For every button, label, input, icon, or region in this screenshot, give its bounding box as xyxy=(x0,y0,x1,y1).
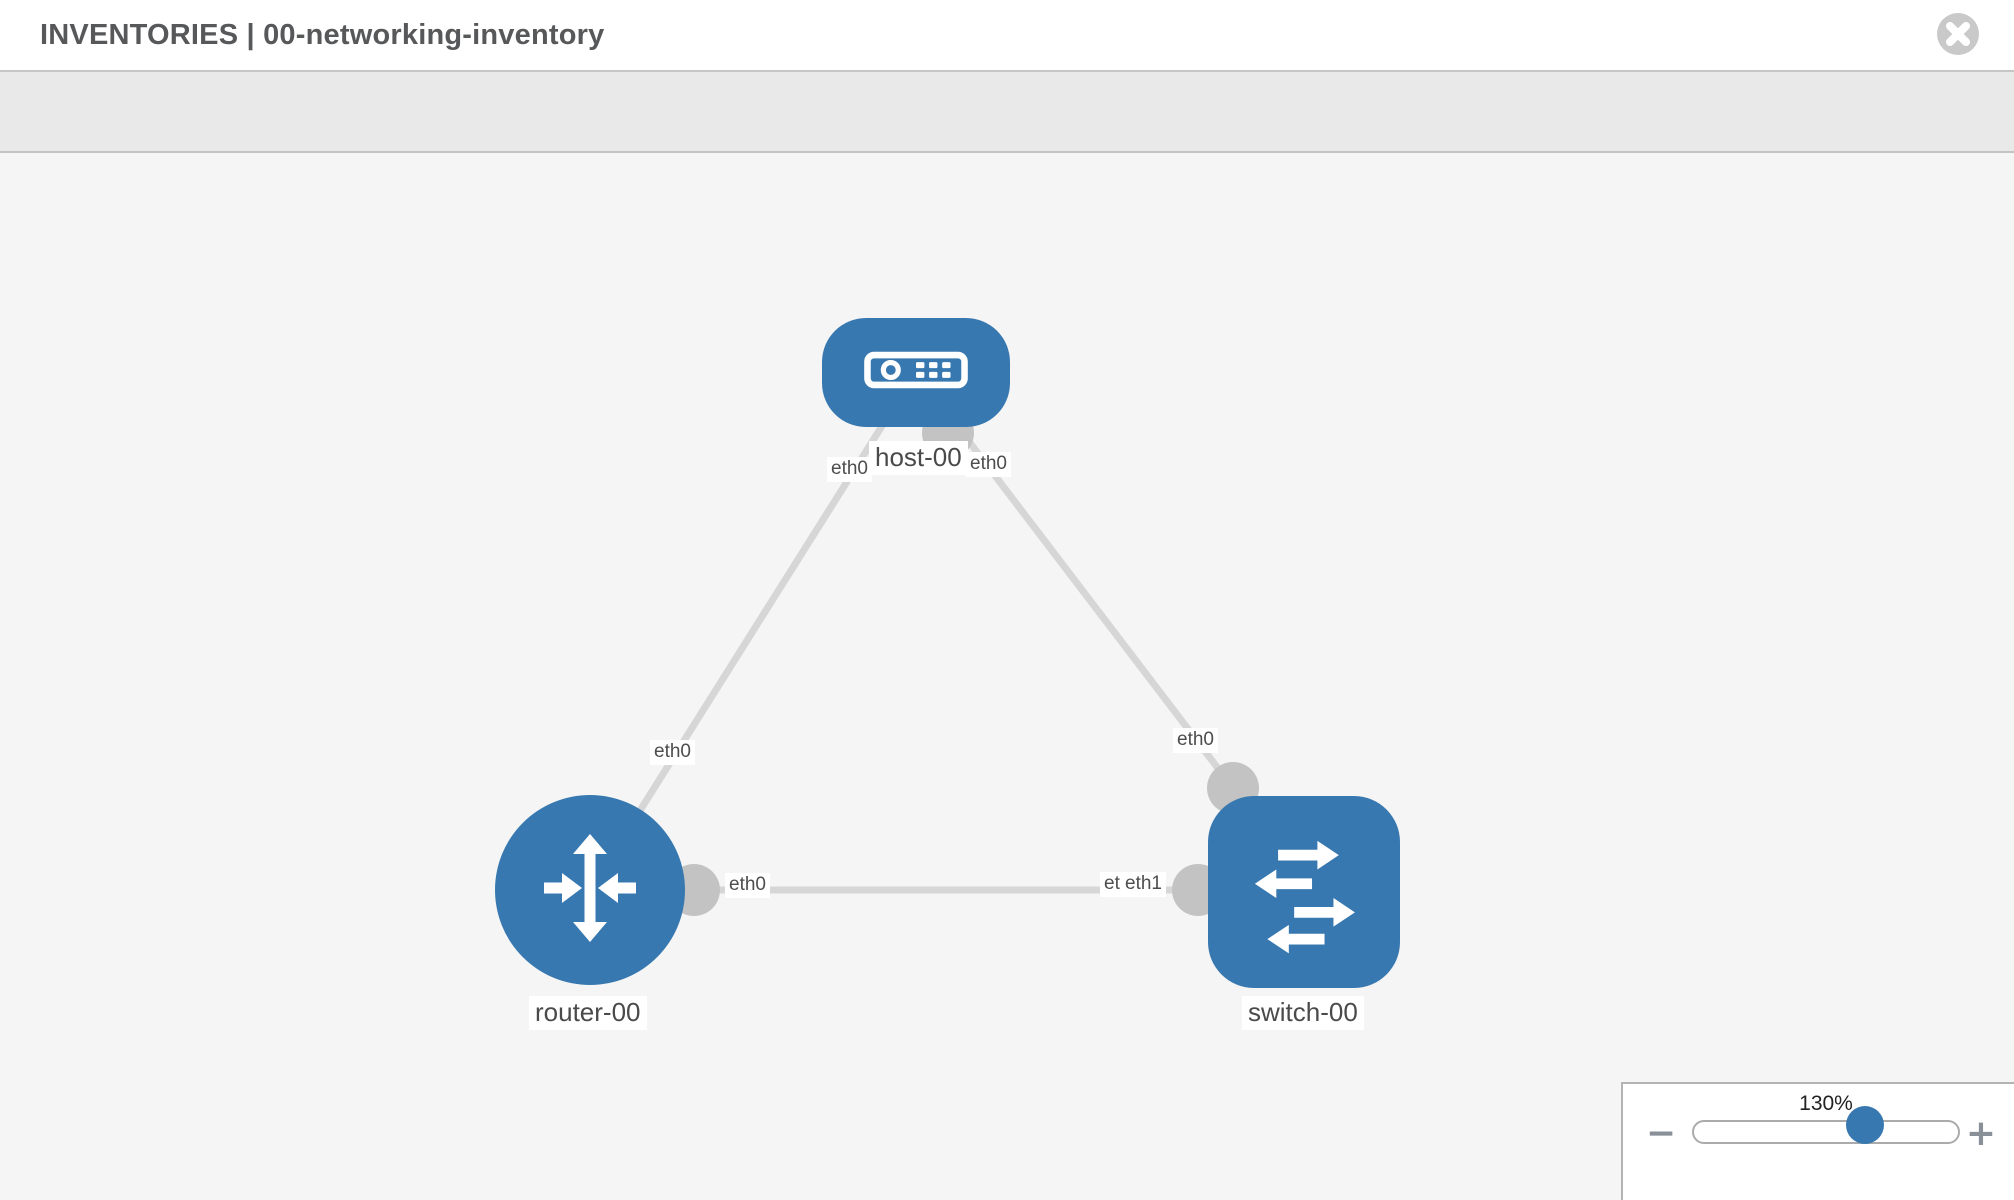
interface-label: eth1 xyxy=(1121,872,1166,897)
interface-label: eth0 xyxy=(1173,728,1218,753)
host-icon xyxy=(860,347,972,398)
zoom-out-button[interactable]: − xyxy=(1643,1114,1679,1154)
zoom-slider-handle[interactable] xyxy=(1846,1106,1884,1144)
page-title: INVENTORIES | 00-networking-inventory xyxy=(40,19,605,51)
zoom-slider-track[interactable] xyxy=(1692,1120,1960,1144)
close-button[interactable] xyxy=(1936,12,1980,56)
zoom-control-panel: 130% − + xyxy=(1621,1082,2014,1200)
interface-label: eth0 xyxy=(725,873,770,898)
interface-label: eth0 xyxy=(966,452,1011,477)
interface-label: eth0 xyxy=(650,740,695,765)
node-switch-00[interactable] xyxy=(1208,796,1400,988)
switch-icon xyxy=(1237,823,1371,962)
zoom-in-button[interactable]: + xyxy=(1963,1114,1999,1154)
router-icon xyxy=(528,826,652,955)
toolbar xyxy=(0,70,2014,153)
page-header: INVENTORIES | 00-networking-inventory xyxy=(0,0,2014,70)
node-label-switch: switch-00 xyxy=(1242,996,1364,1030)
node-router-00[interactable] xyxy=(495,795,685,985)
close-icon xyxy=(1936,13,1980,59)
node-label-router: router-00 xyxy=(529,996,647,1030)
node-host-00[interactable] xyxy=(822,318,1010,427)
topology-canvas[interactable] xyxy=(0,153,2014,1200)
interface-label: eth0 xyxy=(827,457,872,482)
zoom-level-value: 130% xyxy=(1799,1092,1853,1115)
node-label-host: host-00 xyxy=(869,441,968,475)
